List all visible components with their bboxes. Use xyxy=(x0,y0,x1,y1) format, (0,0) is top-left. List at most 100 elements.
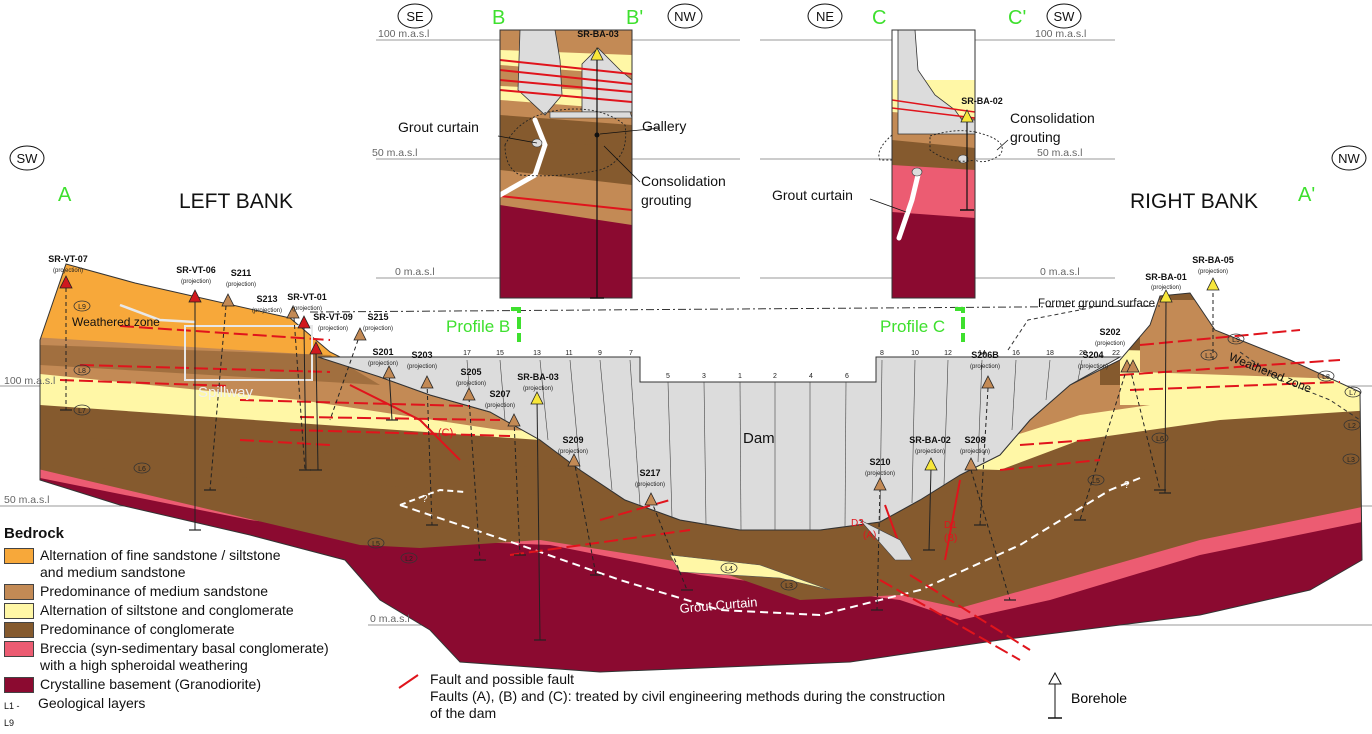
borehole-sublabel: (projection) xyxy=(181,279,211,285)
layer-tag: L2 xyxy=(1348,423,1356,430)
profile-b-marker xyxy=(511,307,521,342)
inset-b-borehole-label: SR-BA-03 xyxy=(577,29,619,39)
borehole-sublabel: (projection) xyxy=(456,381,486,387)
borehole-label: S205 xyxy=(460,367,481,377)
layer-tag: L8 xyxy=(1322,374,1330,381)
question-mark-right: ? xyxy=(1124,480,1130,491)
borehole-label: SR-VT-06 xyxy=(176,265,216,275)
layer-tag: L3 xyxy=(1347,457,1355,464)
layer-tag: L6 xyxy=(138,466,146,473)
grout-curtain-label: Grout Curtain xyxy=(679,594,758,616)
layer-tag: L2 xyxy=(405,556,413,563)
legend-item-l1: Crystalline basement (Granodiorite) xyxy=(4,676,384,693)
borehole-label: S204 xyxy=(1082,350,1103,360)
legend-swatch-l1 xyxy=(4,677,34,693)
borehole-lines xyxy=(65,286,1214,641)
spillway-label: Spillway xyxy=(198,384,254,401)
profile-b-label: Profile B xyxy=(446,317,510,336)
layer-tags: L9 L8 L7 L6 L5 L4 L3 L2 L1 L9 L8 L7 L6 L… xyxy=(78,304,1357,590)
dam-block-number: 10 xyxy=(911,350,919,357)
fault-legend-line1: Fault and possible fault xyxy=(430,671,574,687)
legend-swatch-l6 xyxy=(4,622,34,638)
inset-b-grout-leader xyxy=(497,135,538,144)
inset-b-consolidation-leader xyxy=(603,145,641,183)
inset-c-grout-curtain-label: Grout curtain xyxy=(772,187,853,203)
layer-tag: L9 xyxy=(1232,337,1240,344)
borehole-sublabel: (projection) xyxy=(865,471,895,477)
orientation-ne-oval xyxy=(807,3,843,29)
spillway-outline xyxy=(184,325,313,381)
dam-block-number: 12 xyxy=(944,350,952,357)
section-c-prime-label: C' xyxy=(1008,7,1026,29)
inset-c-consolidation-leader xyxy=(996,139,1009,151)
borehole-sublabel: (projection) xyxy=(485,403,515,409)
borehole-sublabel: (projection) xyxy=(1151,285,1181,291)
orientation-sw-label: SW xyxy=(17,151,39,166)
inset-c-elevation-50: 50 m.a.s.l xyxy=(1037,147,1083,159)
layer-tag-ovals xyxy=(73,300,1362,591)
fault-symbol-icon xyxy=(398,674,419,689)
dam-block-number: 20 xyxy=(1079,350,1087,357)
layer-tag: L6 xyxy=(1156,436,1164,443)
main-faults xyxy=(59,325,1341,661)
fault-c-line xyxy=(349,384,461,461)
dam-block-number: 11 xyxy=(565,350,572,357)
borehole-label: S207 xyxy=(489,389,510,399)
dam-block-number: 9 xyxy=(598,350,602,357)
inset-c-consolidation-outline xyxy=(974,131,1003,163)
inset-c-layers xyxy=(892,30,975,298)
borehole-sublabel: (projection) xyxy=(407,364,437,370)
fault-d1-label: D1 xyxy=(944,520,957,531)
fault-d3-label: D3 xyxy=(851,518,864,529)
borehole-sublabel: (projection) xyxy=(960,449,990,455)
fault-b-label: (B) xyxy=(944,533,957,544)
borehole-sublabel: (projection) xyxy=(1078,364,1108,370)
layer-tag: L4 xyxy=(725,566,733,573)
section-b-prime-label: B' xyxy=(626,7,643,29)
borehole-label: SR-VT-09 xyxy=(313,312,353,322)
legend-label-line: Alternation of fine sandstone / siltston… xyxy=(40,547,281,563)
section-a-prime-label: A' xyxy=(1298,184,1315,206)
borehole-sublabel: (projection) xyxy=(558,449,588,455)
section-b-label: B xyxy=(492,7,505,29)
legend-label-line: with a high spheroidal weathering xyxy=(40,657,248,673)
layer-l4 xyxy=(669,554,831,591)
layer-l6-left xyxy=(40,405,580,470)
weathered-zone-marker xyxy=(119,303,196,324)
legend-label-l1: Crystalline basement (Granodiorite) xyxy=(40,676,261,692)
layer-tag: L5 xyxy=(372,541,380,548)
borehole-legend-label: Borehole xyxy=(1071,690,1128,706)
orientation-nw-label: NW xyxy=(1338,151,1360,166)
weathered-zone-label: Weathered zone xyxy=(72,315,160,329)
inset-c-grout-leader xyxy=(869,198,907,213)
legend-title: Bedrock xyxy=(4,525,65,542)
dam-block-number: 7 xyxy=(629,350,633,357)
orientation-nw-oval xyxy=(1331,145,1367,171)
borehole-label: S208 xyxy=(964,435,985,445)
legend-label-line: Breccia (syn-sedimentary basal conglomer… xyxy=(40,640,329,656)
inset-b-elevation-0: 0 m.a.s.l xyxy=(395,266,435,278)
borehole-labels: SR-VT-07 SR-VT-06 S211 S213 SR-VT-01 SR-… xyxy=(48,254,1234,478)
layer-tag: L8 xyxy=(78,368,86,375)
inset-c-consolidation-label: Consolidation xyxy=(1010,110,1095,126)
layer-tag: L9 xyxy=(78,304,86,311)
borehole-label: S215 xyxy=(367,312,388,322)
borehole-sublabel: (projection) xyxy=(523,386,553,392)
borehole-sublabel: (projection) xyxy=(1095,341,1125,347)
inset-b-consolidation-label: Consolidation xyxy=(641,173,726,189)
grout-curtain-line xyxy=(399,477,1141,617)
inset-c-grouting-label: grouting xyxy=(1010,129,1061,145)
fault-a-label: (A) xyxy=(863,530,876,541)
borehole-sublabel: (projection) xyxy=(635,482,665,488)
profile-c-marker xyxy=(955,307,965,342)
inset-b-gallery-leader xyxy=(599,127,661,135)
layer-tag: L5 xyxy=(1092,478,1100,485)
borehole-label: S201 xyxy=(372,347,393,357)
layer-tag: L7 xyxy=(78,408,86,415)
borehole-sublabel: (projection) xyxy=(252,308,282,314)
borehole-sublabel: (projection) xyxy=(1198,269,1228,275)
dam-block-number: 1 xyxy=(738,373,742,380)
dam-block-number: 13 xyxy=(533,350,541,357)
borehole-sublabel: (projection) xyxy=(915,449,945,455)
